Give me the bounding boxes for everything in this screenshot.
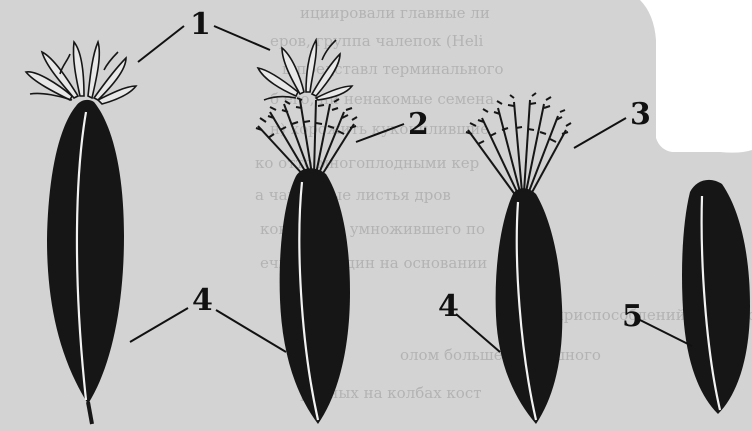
bleed-line: еров, группа чалепок (Heli (270, 32, 484, 50)
blank-corner-patch (640, 0, 752, 153)
bleed-line: ициировали главные ли (300, 4, 490, 22)
label-5: 5 (622, 299, 643, 334)
label-4-second: 4 (438, 289, 459, 324)
label-1: 1 (190, 7, 211, 42)
label-2: 2 (408, 107, 429, 142)
bleed-line: а чашечные листья дров (255, 186, 451, 204)
label-4: 4 (192, 283, 213, 318)
bleed-line: ко отто многоплодными кер (255, 154, 479, 172)
label-3: 3 (630, 97, 651, 132)
